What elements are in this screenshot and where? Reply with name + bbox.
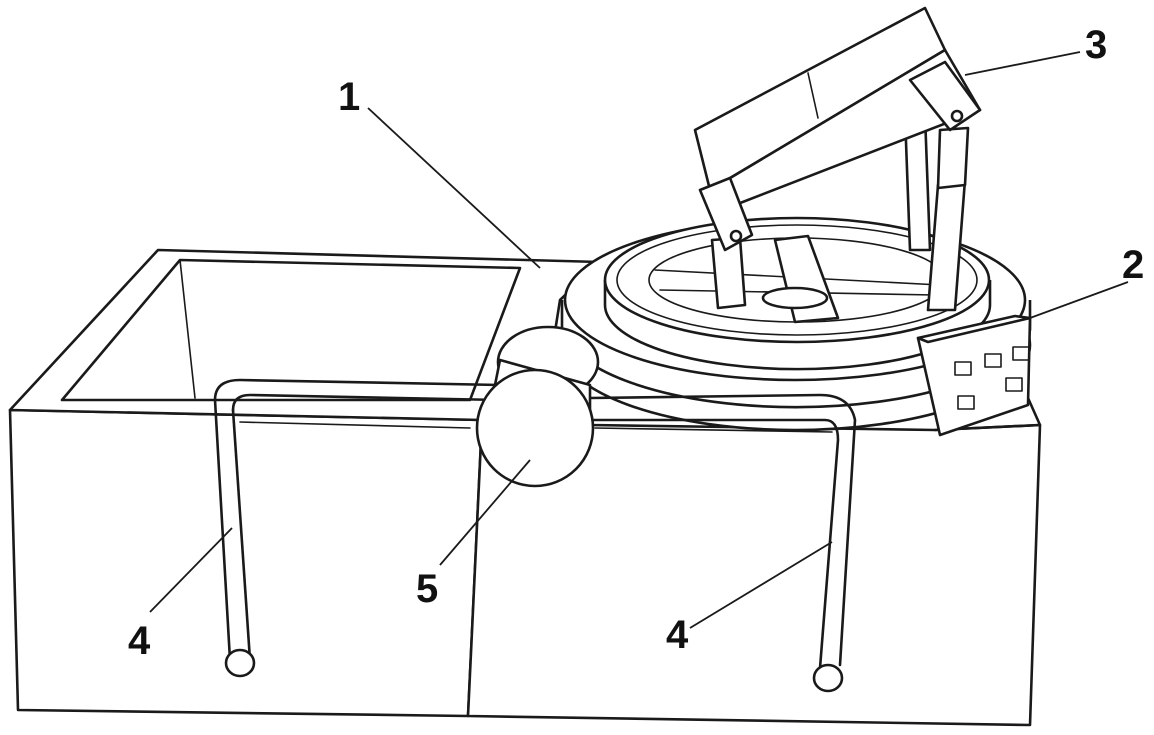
- cauldron: [558, 216, 1032, 432]
- callout-4-right: 4: [666, 613, 689, 657]
- leader-lines: [149, 51, 1129, 629]
- pipes: [213, 378, 857, 693]
- callouts: 1 2 3 4 4 5: [128, 23, 1144, 663]
- callout-2: 2: [1122, 243, 1144, 287]
- pump: [475, 325, 600, 488]
- callout-1: 1: [338, 75, 360, 119]
- callout-3: 3: [1085, 23, 1107, 67]
- tilting-lid: [693, 6, 982, 252]
- callout-4-left: 4: [128, 619, 151, 663]
- callout-5: 5: [416, 567, 438, 611]
- control-panel: [916, 314, 1032, 437]
- hydraulic-rods: [710, 113, 970, 312]
